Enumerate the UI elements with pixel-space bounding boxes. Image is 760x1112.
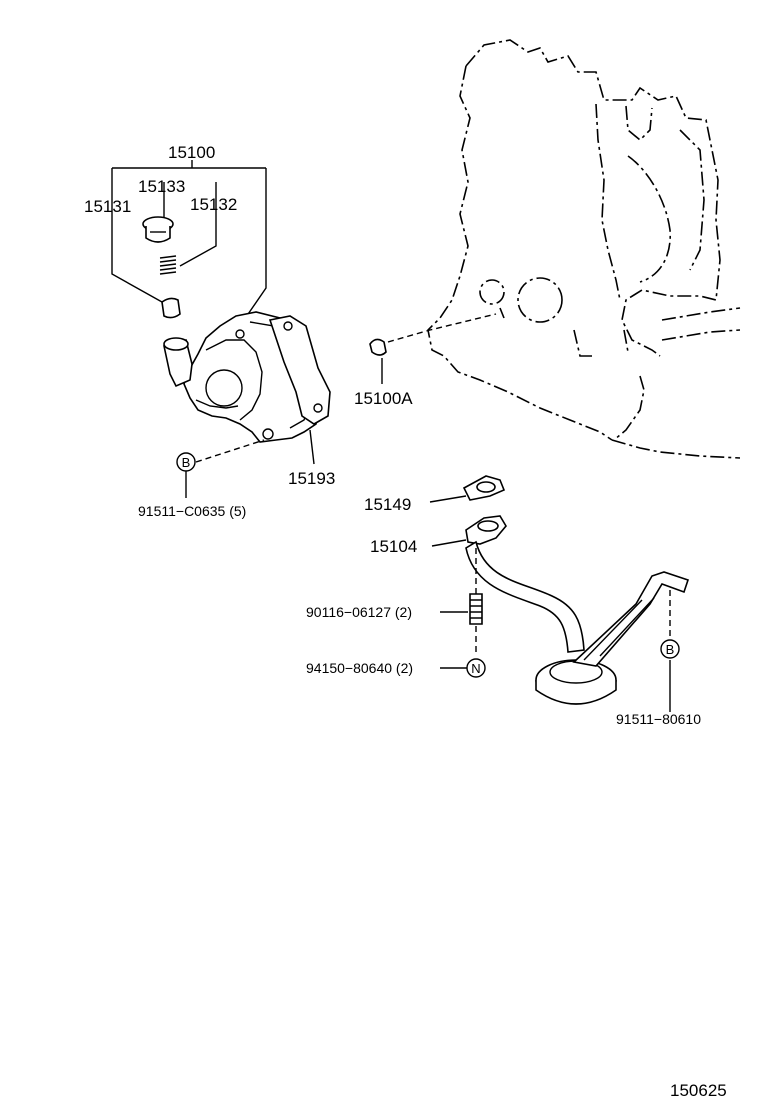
label-91511-80610: 91511−80610 xyxy=(616,711,701,727)
label-15104: 15104 xyxy=(370,537,417,556)
figure-code: 150625 xyxy=(670,1081,727,1100)
oil-pump-group-bracket xyxy=(111,160,267,321)
plug-15100a xyxy=(369,313,497,384)
bolt-leader-b-left xyxy=(195,439,265,463)
label-15193: 15193 xyxy=(288,469,335,488)
svg-text:B: B xyxy=(666,642,675,657)
label-15133: 15133 xyxy=(138,177,185,196)
label-15132: 15132 xyxy=(190,195,237,214)
relief-valve-plug xyxy=(142,216,174,243)
svg-text:N: N xyxy=(471,661,480,676)
oil-strainer xyxy=(431,515,690,705)
label-94150-80640: 94150−80640 (2) xyxy=(306,660,413,676)
stud-bolt xyxy=(440,548,483,656)
svg-text:B: B xyxy=(182,455,191,470)
label-15131: 15131 xyxy=(84,197,131,216)
marker-b-right: B xyxy=(660,639,680,659)
marker-b-left: B xyxy=(176,452,196,472)
relief-valve xyxy=(161,297,181,319)
label-90116-06127: 90116−06127 (2) xyxy=(306,604,412,620)
strainer-gasket xyxy=(429,475,506,503)
label-15100a: 15100A xyxy=(354,389,413,408)
marker-n: N xyxy=(466,658,486,678)
label-15100: 15100 xyxy=(168,143,215,162)
engine-block-outline xyxy=(427,39,741,459)
label-91511-c0635: 91511−C0635 (5) xyxy=(138,503,246,519)
edge-mask xyxy=(722,705,760,731)
gasket-leader xyxy=(309,429,315,465)
relief-valve-spring xyxy=(159,255,177,275)
oil-pump-assembly xyxy=(163,311,331,443)
label-15149: 15149 xyxy=(364,495,411,514)
